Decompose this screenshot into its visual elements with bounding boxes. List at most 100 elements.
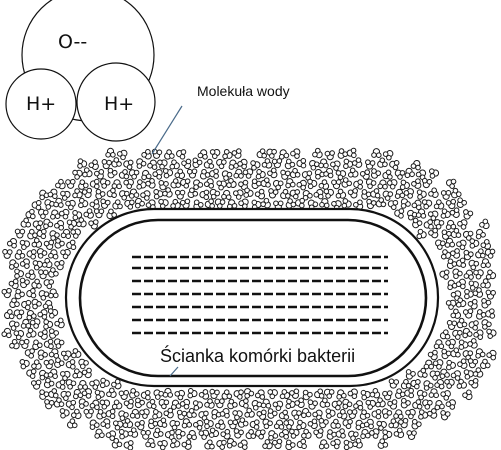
water-molecule-dot — [363, 418, 374, 430]
water-molecule-dot-part — [467, 308, 474, 315]
water-molecule-dot-part — [276, 158, 283, 164]
water-molecule-dot-part — [285, 182, 291, 189]
water-molecule-dot — [226, 199, 238, 210]
water-molecule-dot-part — [69, 359, 76, 365]
water-molecule-dot — [450, 248, 461, 259]
water-molecule-dot-part — [72, 192, 78, 199]
water-molecule-dot — [429, 370, 441, 381]
water-molecule-dot — [400, 379, 412, 390]
water-molecule-dot-part — [467, 350, 474, 356]
water-molecule-dot-part — [106, 159, 112, 166]
water-molecule-dot — [171, 399, 182, 410]
water-molecule-dot — [89, 379, 100, 390]
water-molecule-dot — [233, 389, 244, 400]
water-molecule-dot-part — [300, 438, 307, 445]
water-molecule-dot-part — [373, 188, 380, 194]
water-molecule-dot-part — [204, 423, 210, 430]
water-molecule-dot-part — [351, 152, 357, 159]
cell-wall-pointer-line — [169, 366, 179, 377]
water-molecule-dot-part — [343, 163, 349, 169]
water-molecule-dot-part — [306, 170, 313, 177]
water-molecule-dot — [145, 178, 156, 189]
water-molecule-dot — [386, 179, 398, 190]
water-molecule-dot-part — [207, 158, 213, 165]
water-molecule-dot — [6, 237, 18, 249]
water-molecule-dot — [410, 379, 421, 390]
water-molecule-dot — [81, 187, 93, 199]
water-molecule-dot-part — [70, 380, 77, 387]
water-molecule-dot — [289, 428, 300, 439]
water-molecule-dot-part — [95, 394, 102, 400]
water-molecule-dot-part — [69, 239, 76, 246]
water-molecule-dot-part — [159, 163, 165, 170]
water-molecule-dot — [157, 159, 168, 170]
water-molecule-dot-part — [126, 164, 133, 170]
water-molecule-dot-part — [191, 168, 198, 175]
water-molecule-dot — [428, 168, 440, 179]
water-molecule-dot-part — [307, 178, 313, 185]
water-molecule-dot-part — [129, 199, 135, 206]
water-molecule-dot-part — [135, 397, 141, 404]
water-molecule-dot-part — [455, 301, 462, 308]
water-molecule-dot-part — [386, 410, 393, 416]
water-molecule-dot — [60, 370, 71, 381]
water-molecule-dot — [440, 249, 452, 260]
water-molecule-dot — [9, 339, 20, 350]
water-molecule-dot-part — [297, 419, 303, 426]
water-molecule-dot — [111, 157, 122, 168]
water-molecule-dot-part — [450, 178, 457, 185]
water-molecule-dot-part — [283, 414, 290, 420]
water-molecule-dot — [271, 158, 283, 169]
water-molecule-dot — [435, 239, 446, 250]
water-molecule-dot — [371, 408, 382, 420]
water-molecule-dot — [44, 399, 55, 410]
water-molecule-dot-part — [289, 390, 295, 396]
water-molecule-dot-part — [145, 180, 151, 187]
water-molecule-dot-part — [273, 423, 280, 430]
water-molecule-dot — [433, 199, 445, 210]
water-molecule-dot-part — [104, 423, 111, 429]
water-molecule-dot — [100, 418, 111, 429]
water-molecule-dot — [455, 278, 466, 290]
water-molecule-dot-part — [148, 418, 155, 425]
water-molecule-dot — [418, 409, 429, 420]
water-molecule-dot-part — [335, 179, 342, 185]
water-molecule-dot-part — [272, 189, 279, 195]
water-molecule-dot-part — [473, 260, 480, 267]
water-molecule-dot-part — [371, 168, 377, 174]
water-molecule-dot — [434, 378, 445, 390]
water-molecule-dot-part — [160, 417, 167, 424]
water-molecule-dot — [220, 428, 231, 440]
water-molecule-dot — [447, 279, 458, 291]
water-molecule-dot — [445, 399, 456, 410]
water-molecule-dot — [43, 279, 55, 290]
water-molecule-dot-part — [30, 249, 37, 255]
water-molecule-dot-part — [43, 240, 50, 247]
water-molecule-dot — [377, 157, 388, 168]
water-molecule-dot — [54, 238, 65, 249]
water-molecule-dot-part — [153, 193, 160, 200]
water-molecule-dot — [335, 428, 346, 439]
water-molecule-dot-part — [47, 221, 54, 228]
water-molecule-dot — [100, 198, 111, 209]
water-molecule-dot-part — [69, 178, 76, 185]
water-molecule-dot-part — [423, 203, 429, 210]
water-molecule-dot — [24, 348, 35, 359]
water-molecule-dot-part — [54, 232, 60, 238]
water-molecule-dot-part — [325, 193, 331, 199]
water-molecule-dot — [440, 208, 451, 219]
water-molecule-dot-part — [372, 433, 379, 439]
water-molecule-dot-part — [226, 171, 233, 178]
water-molecule-dot — [170, 198, 181, 210]
water-molecule-dot-part — [436, 363, 442, 370]
water-molecule-dot-part — [48, 292, 54, 299]
water-molecule-dot-part — [388, 378, 395, 385]
water-molecule-dot — [452, 268, 463, 280]
water-molecule-dot — [129, 408, 141, 419]
water-molecule-dot — [423, 380, 434, 391]
water-molecule-dot-part — [203, 189, 210, 196]
water-molecule-dot — [355, 419, 366, 431]
water-molecule-dot-part — [214, 389, 220, 396]
water-molecule-dot — [38, 208, 49, 220]
water-molecule-dot — [77, 380, 88, 390]
